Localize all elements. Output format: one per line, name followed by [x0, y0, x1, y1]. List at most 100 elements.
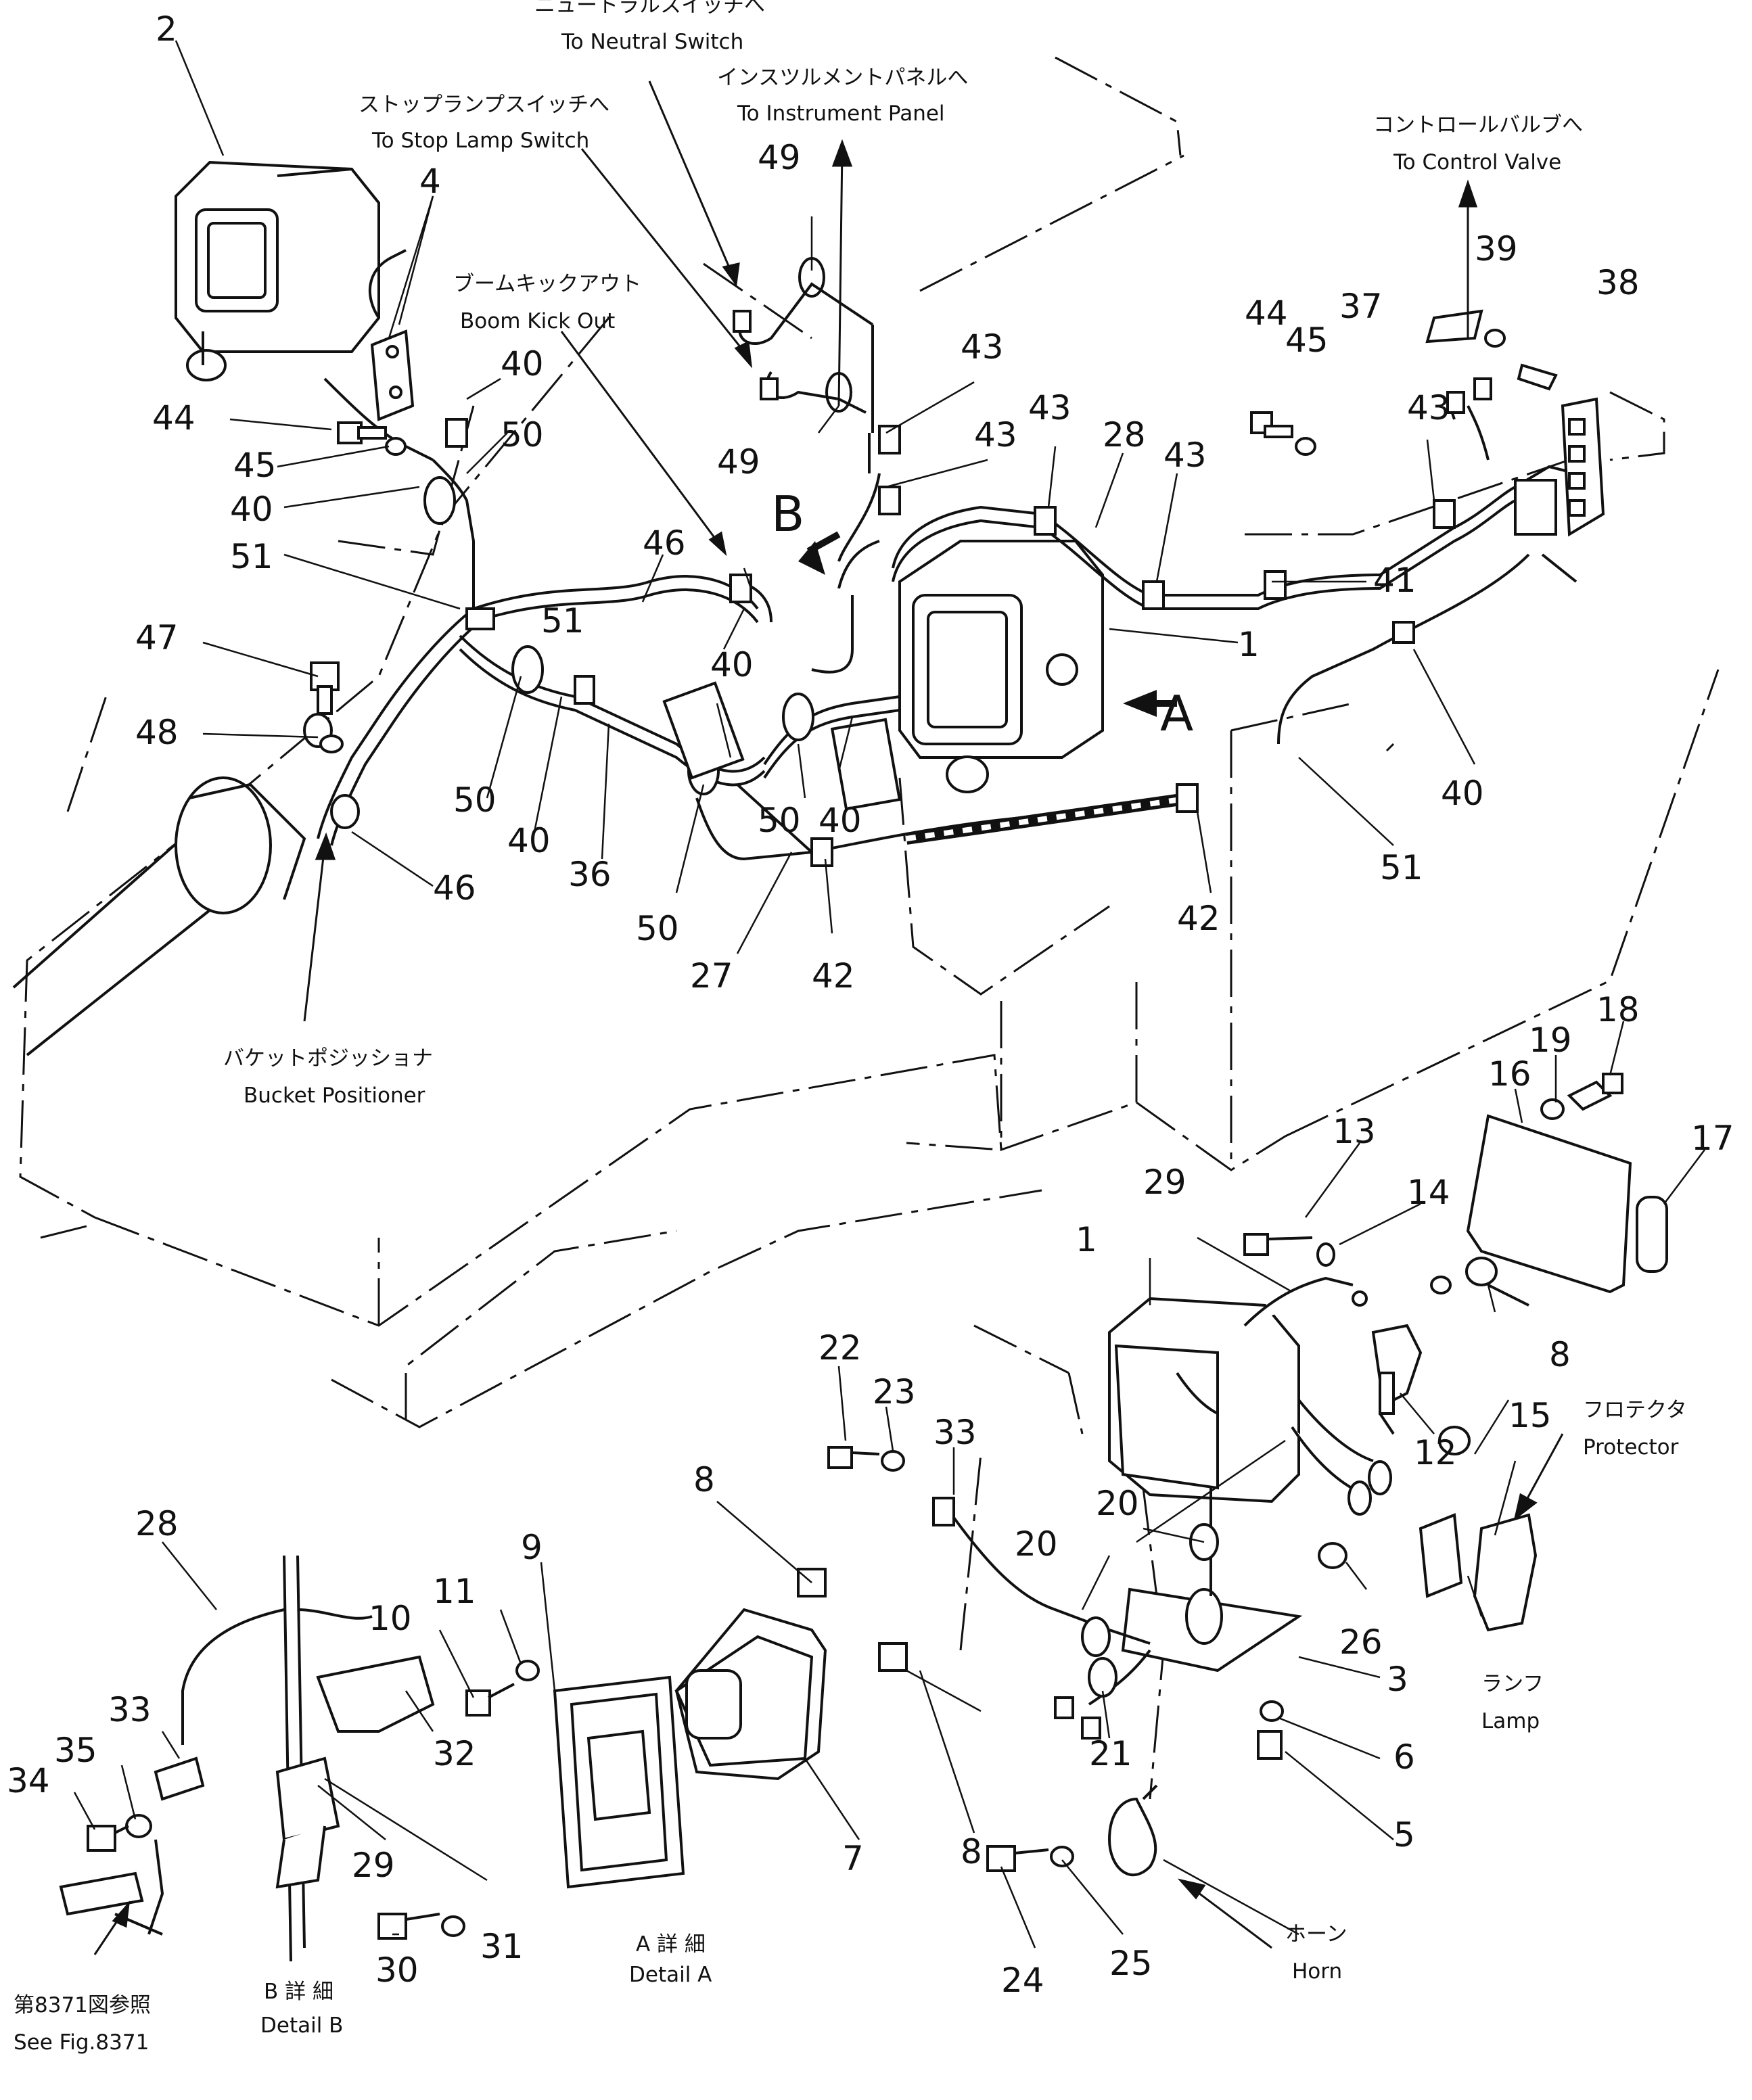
callout: 35 [54, 1731, 97, 1770]
callout: 23 [873, 1372, 916, 1411]
note-neutral-jp: ニュートラルスイッチへ [534, 0, 765, 18]
callout: 5 [1393, 1815, 1415, 1854]
callout: 42 [812, 956, 855, 996]
note-detail-a-jp: A 詳 細 [636, 1932, 706, 1957]
headlamp-rear-left [175, 160, 380, 381]
callout: 40 [507, 821, 551, 860]
callout: 14 [1407, 1173, 1450, 1212]
callout: 1 [1238, 625, 1260, 664]
note-seefig-en: See Fig.8371 [14, 2030, 149, 2055]
callout: 9 [521, 1528, 543, 1567]
harness-clamps [303, 257, 1456, 867]
lamp-assembly-lower [1108, 1276, 1392, 1673]
callout: 24 [1001, 1961, 1044, 2000]
note-boomkick-en: Boom Kick Out [460, 309, 615, 333]
note-protector-en: Protector [1583, 1435, 1679, 1460]
callout: 46 [643, 523, 686, 563]
lamp-harness-lower [932, 1497, 1219, 1740]
callout: 29 [352, 1846, 395, 1885]
callout: 45 [1285, 321, 1329, 360]
callout: 13 [1333, 1112, 1376, 1151]
view-label-b: B [771, 486, 804, 542]
callout: 34 [7, 1761, 50, 1800]
callout: 50 [636, 909, 679, 948]
callout: 40 [710, 645, 754, 684]
callout: 36 [568, 855, 612, 894]
callout: 2 [156, 9, 177, 49]
relay-bracket-12 [1243, 1233, 1529, 1455]
note-boomkick-jp: ブームキックアウト [453, 272, 641, 296]
note-bucket-en: Bucket Positioner [244, 1083, 425, 1108]
callout: 1 [1076, 1220, 1097, 1259]
note-detail-b-jp: B 詳 細 [264, 1980, 333, 2004]
callout: 29 [1143, 1163, 1186, 1202]
callout: 27 [690, 956, 733, 996]
callout: 50 [501, 415, 544, 454]
callout: 26 [1339, 1623, 1383, 1662]
callout: 44 [152, 398, 195, 438]
callout: 20 [1096, 1484, 1139, 1523]
callout: 43 [974, 415, 1017, 454]
note-horn-en: Horn [1292, 1959, 1342, 1984]
callout: 46 [433, 868, 476, 908]
callout: 31 [480, 1927, 524, 1966]
note-instrument-jp: インスツルメントパネルへ [717, 66, 968, 90]
cover-plate-group [1466, 1073, 1668, 1294]
callout: 21 [1089, 1734, 1132, 1773]
callout: 47 [135, 618, 179, 657]
callout: 39 [1475, 229, 1518, 269]
callout: 40 [501, 344, 544, 383]
callout: 15 [1508, 1396, 1552, 1435]
callout: 4 [419, 162, 441, 201]
callout: 28 [1103, 415, 1146, 454]
callout: 20 [1015, 1524, 1058, 1564]
note-neutral-en: To Neutral Switch [561, 30, 743, 54]
note-control-en: To Control Valve [1393, 150, 1561, 174]
callout: 44 [1245, 294, 1288, 333]
note-detail-a-en: Detail A [629, 1963, 712, 1987]
callout: 8 [1549, 1335, 1571, 1374]
note-lamp-en: Lamp [1481, 1709, 1540, 1733]
protector-lamp [1419, 1513, 1538, 1632]
connector-block-right [1446, 377, 1605, 583]
callout: 11 [433, 1572, 476, 1611]
callout: 43 [1407, 388, 1450, 427]
note-bucket-jp: バケットポジッショナ [223, 1046, 433, 1071]
callout: 51 [541, 601, 584, 640]
callout: 33 [108, 1690, 152, 1729]
headlamp-1-center [898, 540, 1104, 793]
callout: 30 [375, 1951, 419, 1990]
callout: 19 [1529, 1021, 1572, 1060]
callout: 3 [1387, 1660, 1408, 1699]
callout: 50 [758, 801, 801, 840]
callout: 32 [433, 1734, 476, 1773]
switch-connectors [733, 282, 874, 473]
horn [1142, 1784, 1158, 1800]
callout: 51 [230, 537, 273, 576]
callout: 18 [1596, 990, 1640, 1029]
note-horn-jp: ホーン [1285, 1922, 1347, 1946]
callout: 8 [961, 1832, 982, 1871]
callout: 16 [1488, 1054, 1531, 1094]
callout: 43 [1163, 436, 1207, 475]
work-lamp-exploded [465, 1568, 908, 1889]
callout: 41 [1373, 561, 1416, 600]
note-arrows [93, 80, 1564, 1955]
note-seefig-jp: 第8371図参照 [14, 1993, 151, 2017]
callout: 22 [819, 1328, 862, 1368]
note-detail-b-en: Detail B [260, 2013, 343, 2038]
callout-numbers: 2 4 44 45 40 40 50 51 47 48 46 50 40 36 … [7, 9, 1734, 2000]
callout: 33 [933, 1413, 977, 1452]
note-protector-jp: フロテクタ [1583, 1398, 1687, 1422]
callout: 42 [1177, 899, 1220, 938]
callout: 40 [230, 490, 273, 529]
detail-b-assembly [59, 1555, 465, 1962]
callout: 40 [1441, 774, 1484, 813]
callout: 7 [842, 1839, 864, 1878]
callout: 6 [1393, 1737, 1415, 1777]
annotation-notes: ニュートラルスイッチへ To Neutral Switch インスツルメントパネ… [14, 0, 1687, 2055]
callout: 37 [1339, 287, 1383, 326]
fasteners-lower-middle [827, 1446, 1347, 1877]
callout: 48 [135, 713, 179, 752]
